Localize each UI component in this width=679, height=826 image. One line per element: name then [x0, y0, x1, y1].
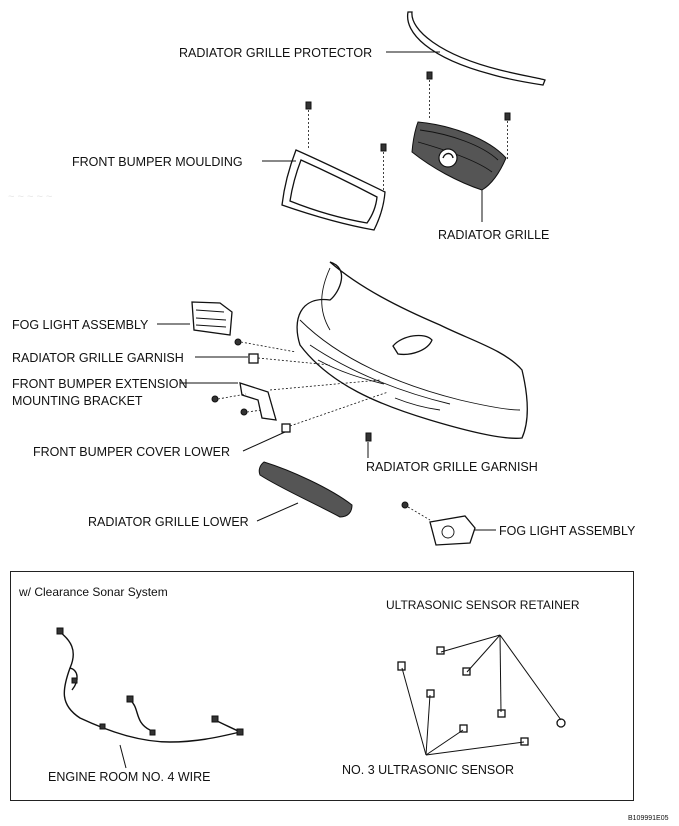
sensor-leader-lines [401, 634, 562, 756]
clips-upper [305, 71, 511, 190]
label-front-bumper-extension-line2: MOUNTING BRACKET [12, 394, 143, 408]
front-bumper-cover-part [296, 261, 528, 439]
sonar-box-title: w/ Clearance Sonar System [19, 585, 168, 599]
fog-light-assembly-left-part [191, 301, 233, 336]
radiator-grille-lower-part [258, 461, 353, 518]
ultrasonic-sensor-retainers [397, 646, 566, 746]
figure-code: B109991E05 [628, 815, 669, 822]
fog-light-assembly-right-part [401, 501, 476, 546]
clearance-sonar-system-box [10, 571, 634, 801]
label-radiator-grille-protector: RADIATOR GRILLE PROTECTOR [179, 46, 373, 60]
engine-room-wire-harness-part [56, 627, 244, 743]
front-bumper-cover-lower-part [281, 391, 389, 433]
radiator-grille-part [411, 121, 507, 191]
bolt-left [234, 338, 297, 353]
label-fog-light-assembly-right: FOG LIGHT ASSEMBLY [499, 524, 636, 538]
label-radiator-grille-garnish-left: RADIATOR GRILLE GARNISH [12, 351, 184, 365]
label-front-bumper-moulding: FRONT BUMPER MOULDING [72, 155, 243, 169]
label-front-bumper-extension-line1: FRONT BUMPER EXTENSION [12, 377, 188, 391]
label-engine-room-no4-wire: ENGINE ROOM NO. 4 WIRE [48, 770, 211, 784]
label-ultrasonic-sensor-retainer: ULTRASONIC SENSOR RETAINER [386, 598, 580, 612]
label-front-bumper-cover-lower: FRONT BUMPER COVER LOWER [33, 445, 231, 459]
label-radiator-grille-garnish-right: RADIATOR GRILLE GARNISH [366, 460, 538, 474]
radiator-grille-garnish-right-part [365, 432, 372, 458]
label-radiator-grille-lower: RADIATOR GRILLE LOWER [88, 515, 249, 529]
label-radiator-grille: RADIATOR GRILLE [438, 228, 550, 242]
radiator-grille-protector-part [386, 11, 546, 86]
radiator-grille-garnish-left-part [248, 353, 331, 366]
front-bumper-moulding-part [281, 149, 386, 231]
faint-smudge: ~ ~ ~ ~ ~ [8, 191, 52, 203]
front-bumper-extension-mounting-bracket-part [211, 379, 381, 421]
label-no3-ultrasonic-sensor: NO. 3 ULTRASONIC SENSOR [342, 763, 515, 777]
label-fog-light-assembly-left: FOG LIGHT ASSEMBLY [12, 318, 149, 332]
